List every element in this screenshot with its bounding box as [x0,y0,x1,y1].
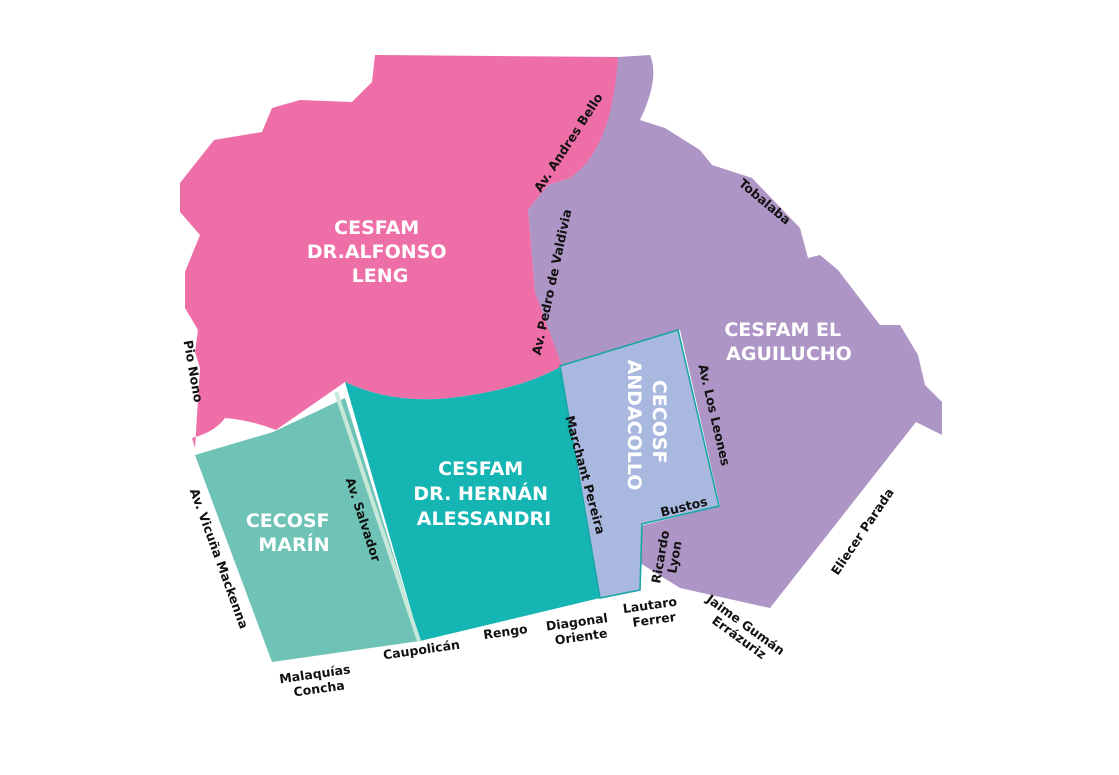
zone-marin[interactable] [195,398,420,662]
street-label-diagonal-oriente: Diagonal Oriente [545,610,615,649]
street-label-malaquias-concha: Malaquías Concha [278,661,357,701]
zone-el-aguilucho[interactable] [528,55,942,608]
street-label-jaime-guzman: Jaime Gumán Errázuriz [695,591,791,672]
salvador-divider [334,391,421,642]
zone-hernan-alessandri[interactable] [345,366,600,641]
zone-label-marin: CECOSF MARÍN [246,510,336,556]
zone-andacollo[interactable] [559,328,720,599]
street-label-rengo: Rengo [482,621,529,642]
zone-alfonso-leng[interactable] [180,55,618,448]
zone-label-hernan-alessandri: CESFAM DR. HERNÁN ALESSANDRI [413,458,554,530]
street-label-lautaro-ferrer: Lautaro Ferrer [622,593,684,631]
zone-label-andacollo: CECOSF ANDACOLLO [623,360,670,491]
zone-label-alfonso-leng: CESFAM DR.ALFONSO LENG [307,217,453,287]
zone-label-el-aguilucho: CESFAM EL AGUILUCHO [724,319,852,365]
